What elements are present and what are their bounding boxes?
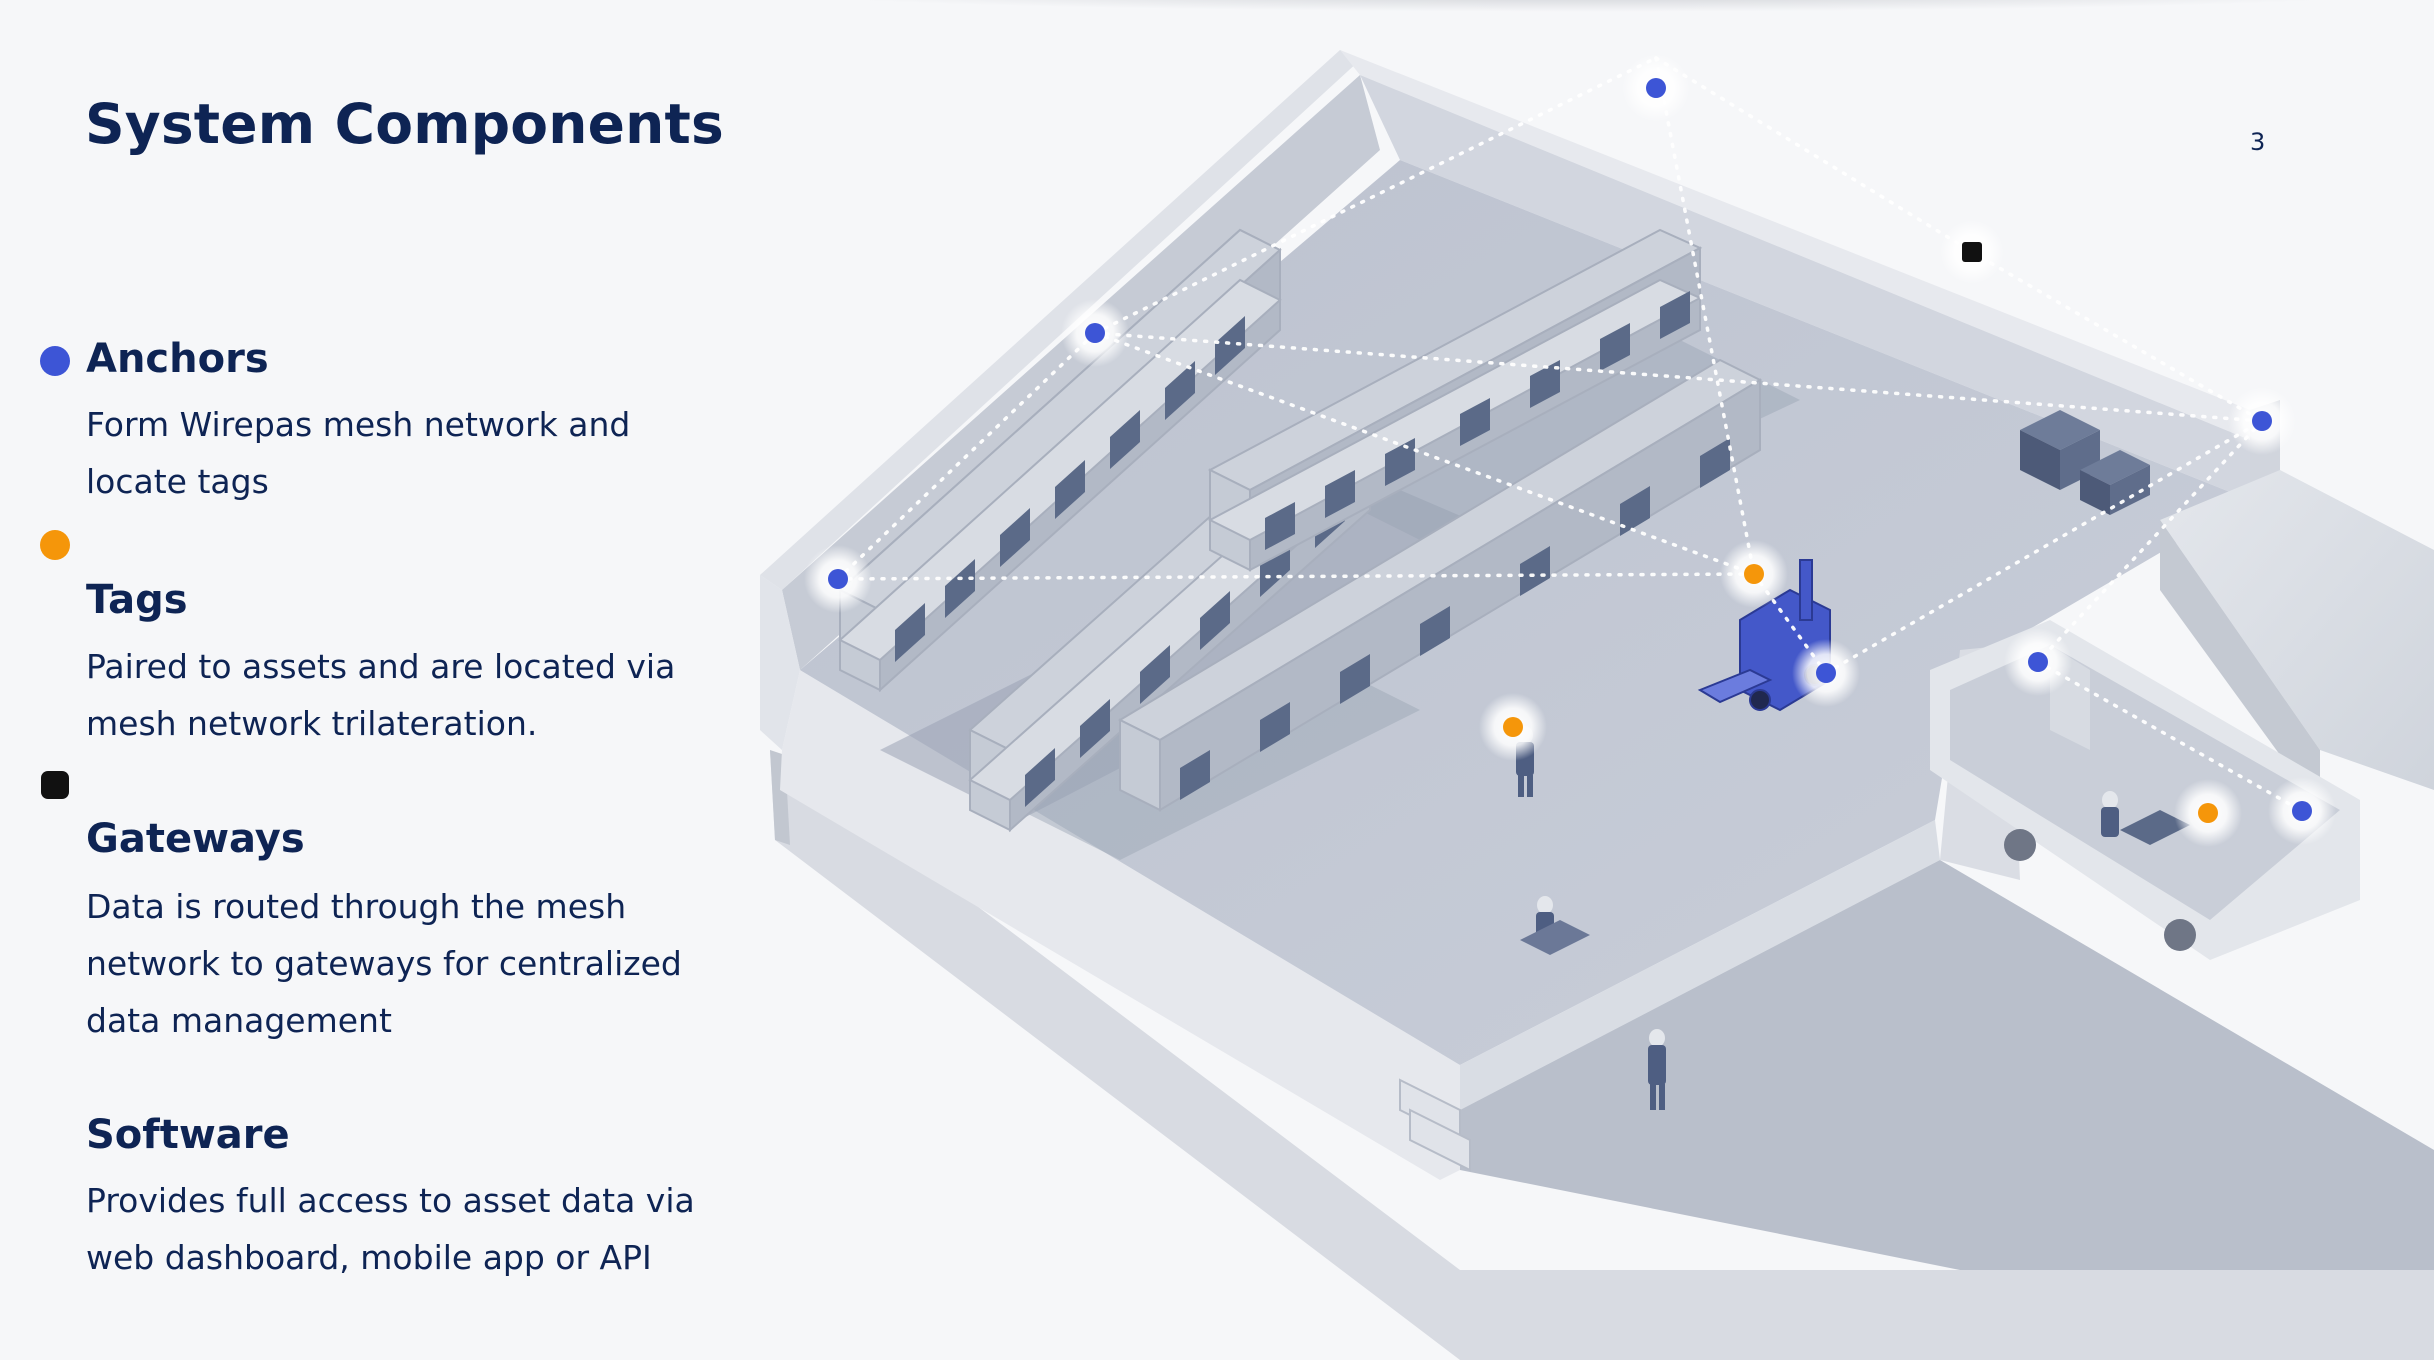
component-heading: Tags xyxy=(86,577,188,623)
component-heading: Gateways xyxy=(86,816,305,862)
back-left-wall xyxy=(760,50,1360,590)
component-heading: Software xyxy=(86,1112,290,1158)
worker-icon xyxy=(1648,1029,1666,1110)
anchor-node-icon xyxy=(1622,54,1690,122)
anchor-node-icon xyxy=(1061,299,1129,367)
tag-marker-icon xyxy=(40,530,70,560)
tag-node-icon xyxy=(1479,693,1547,761)
component-heading: Anchors xyxy=(86,336,269,382)
pallet-boxes xyxy=(2020,410,2150,515)
page-number: 3 xyxy=(2250,128,2266,156)
shelf-boxes xyxy=(895,316,1245,662)
anchor-node-icon xyxy=(1792,639,1860,707)
tag-node-icon xyxy=(2174,779,2242,847)
anchor-node-icon xyxy=(804,545,872,613)
slide-title: System Components xyxy=(85,92,724,156)
truck-icon xyxy=(2160,470,2434,810)
top-shadow xyxy=(760,0,2420,12)
steps xyxy=(1399,1078,1471,1172)
anchor-node-icon xyxy=(2004,628,2072,696)
tag-node-icon xyxy=(1720,540,1788,608)
back-right-wall xyxy=(1340,50,2250,440)
component-description: Provides full access to asset data via w… xyxy=(86,1181,695,1277)
anchor-node-icon xyxy=(2228,387,2296,455)
component-description: Form Wirepas mesh network and locate tag… xyxy=(86,405,631,501)
warehouse-illustration xyxy=(760,50,2434,1360)
component-description: Paired to assets and are located via mes… xyxy=(86,647,676,743)
gateway-node-icon xyxy=(1940,220,2004,284)
loading-bay-floor xyxy=(1460,860,2434,1270)
worker-icon xyxy=(1520,896,1590,955)
worker-icon xyxy=(2101,791,2190,845)
building-base xyxy=(770,750,2434,1360)
shelf-icon xyxy=(1117,358,1763,812)
gateway-marker-icon xyxy=(41,771,69,799)
component-description: Data is routed through the mesh network … xyxy=(86,887,682,1040)
anchor-node-icon xyxy=(2268,777,2336,845)
anchor-marker-icon xyxy=(40,346,70,376)
